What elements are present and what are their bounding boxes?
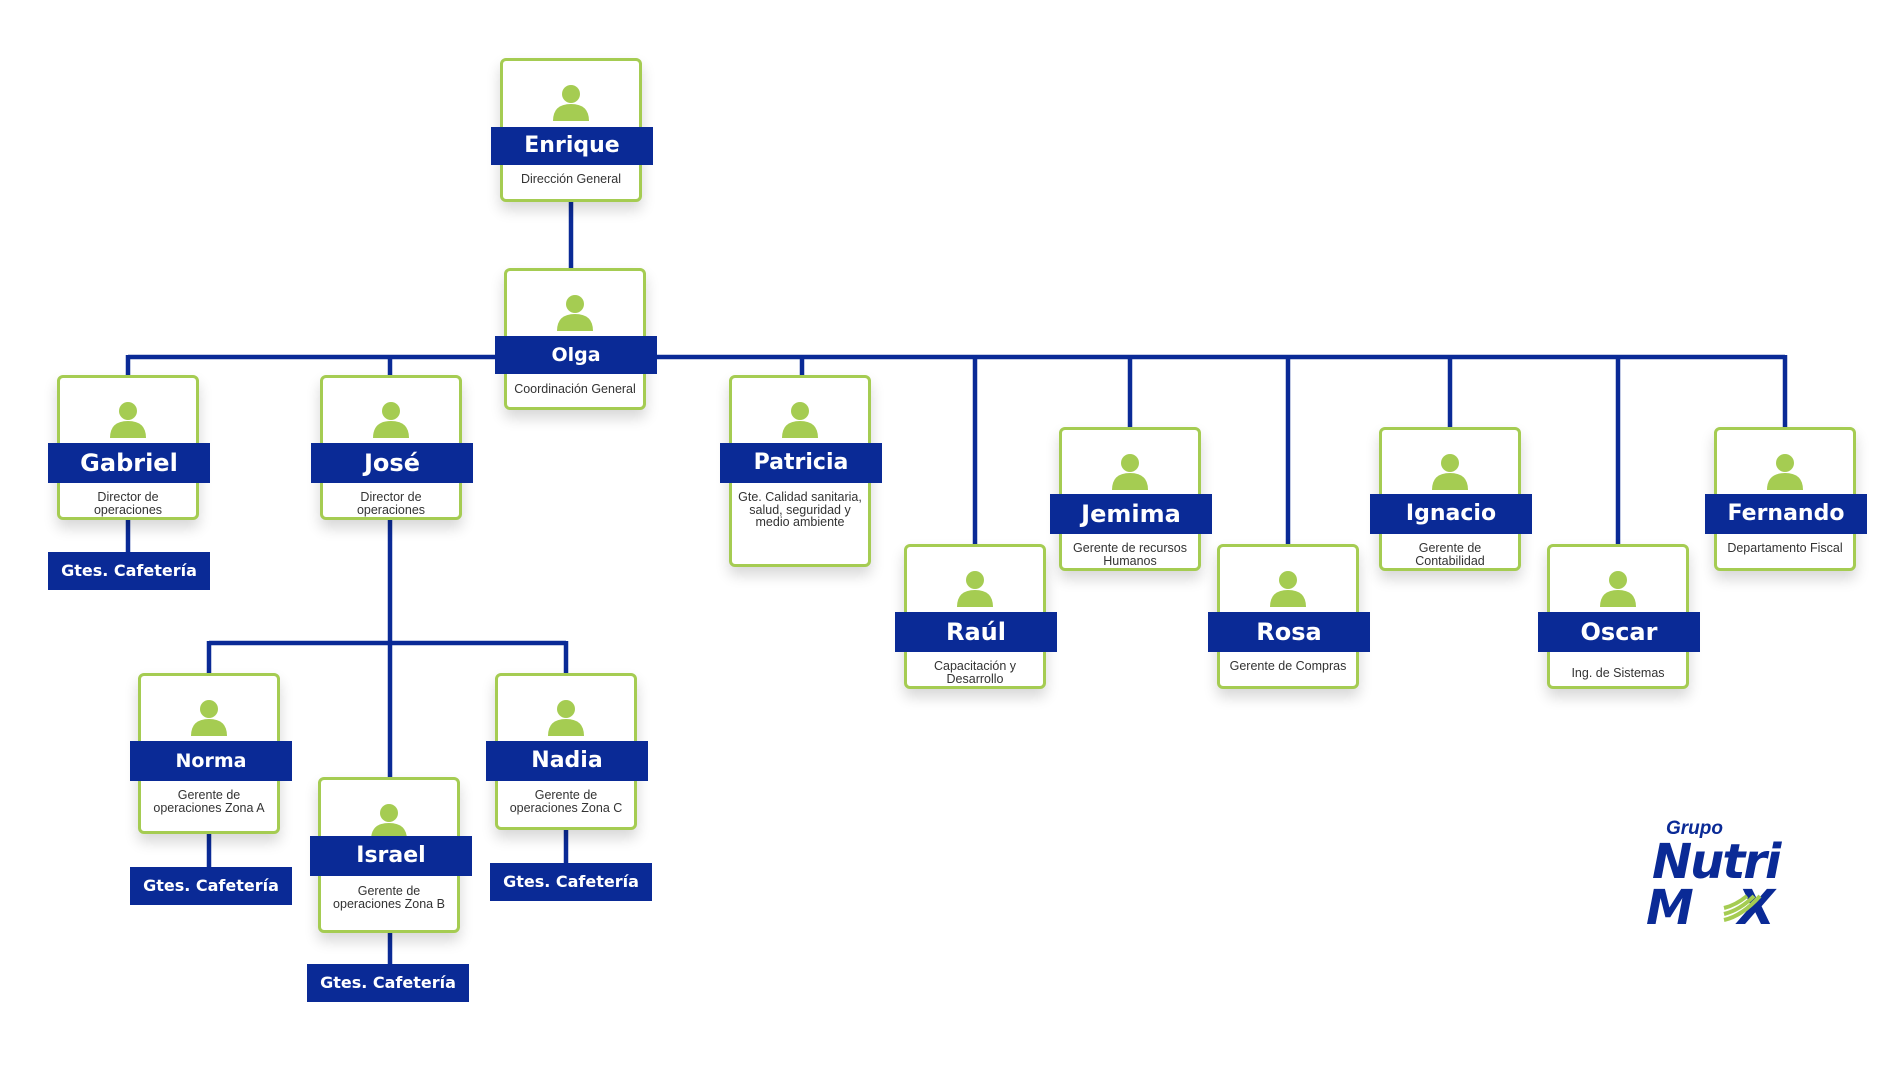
name-jemima: Jemima <box>1050 494 1212 534</box>
person-icon <box>1767 454 1803 490</box>
person-icon <box>1112 454 1148 490</box>
person-icon <box>957 571 993 607</box>
role-label: Gerente de operaciones Zona C <box>509 788 623 815</box>
name-ignacio: Ignacio <box>1370 494 1532 534</box>
name-raul: Raúl <box>895 612 1057 652</box>
cafeteria-box-gabriel: Gtes. Cafetería <box>48 552 210 590</box>
person-icon <box>553 85 589 121</box>
name-olga: Olga <box>495 336 657 374</box>
name-jose: José <box>311 443 473 483</box>
name-nadia: Nadia <box>486 741 648 781</box>
person-icon <box>557 295 593 331</box>
person-icon <box>191 700 227 736</box>
name-oscar: Oscar <box>1538 612 1700 652</box>
wave-icon <box>1723 894 1762 922</box>
cafeteria-box-israel: Gtes. Cafetería <box>307 964 469 1002</box>
role-label: Director de operaciones <box>93 490 163 517</box>
role-label: Capacitación y Desarrollo <box>934 659 1016 686</box>
person-icon <box>548 700 584 736</box>
role-label: Gte. Calidad sanitaria, salud, seguridad… <box>738 490 862 529</box>
cafeteria-box-nadia: Gtes. Cafetería <box>490 863 652 901</box>
person-icon <box>1270 571 1306 607</box>
person-icon <box>1432 454 1468 490</box>
name-israel: Israel <box>310 836 472 876</box>
role-label: Gerente de Contabilidad <box>1415 541 1485 568</box>
person-icon <box>1600 571 1636 607</box>
person-icon <box>371 804 407 840</box>
role-label: Gerente de operaciones Zona B <box>333 884 445 911</box>
name-enrique: Enrique <box>491 127 653 165</box>
name-norma: Norma <box>130 741 292 781</box>
person-icon <box>373 402 409 438</box>
person-icon <box>110 402 146 438</box>
role-label: Gerente de Compras <box>1229 659 1347 673</box>
role-label: Dirección General <box>520 172 622 186</box>
name-gabriel: Gabriel <box>48 443 210 483</box>
cafeteria-box-norma: Gtes. Cafetería <box>130 867 292 905</box>
role-label: Coordinación General <box>514 382 636 396</box>
role-label: Gerente de operaciones Zona A <box>153 788 265 815</box>
name-patricia: Patricia <box>720 443 882 483</box>
logo-nutri-text: Nutri <box>1652 834 1781 890</box>
role-label: Ing. de Sistemas <box>1571 666 1665 680</box>
name-rosa: Rosa <box>1208 612 1370 652</box>
role-label: Gerente de recursos Humanos <box>1073 541 1187 568</box>
name-fernando: Fernando <box>1705 494 1867 534</box>
role-label: Departamento Fiscal <box>1727 541 1843 555</box>
person-icon <box>782 402 818 438</box>
role-label: Director de operaciones <box>356 490 426 517</box>
logo-grupo-text: Grupo <box>1666 818 1723 839</box>
